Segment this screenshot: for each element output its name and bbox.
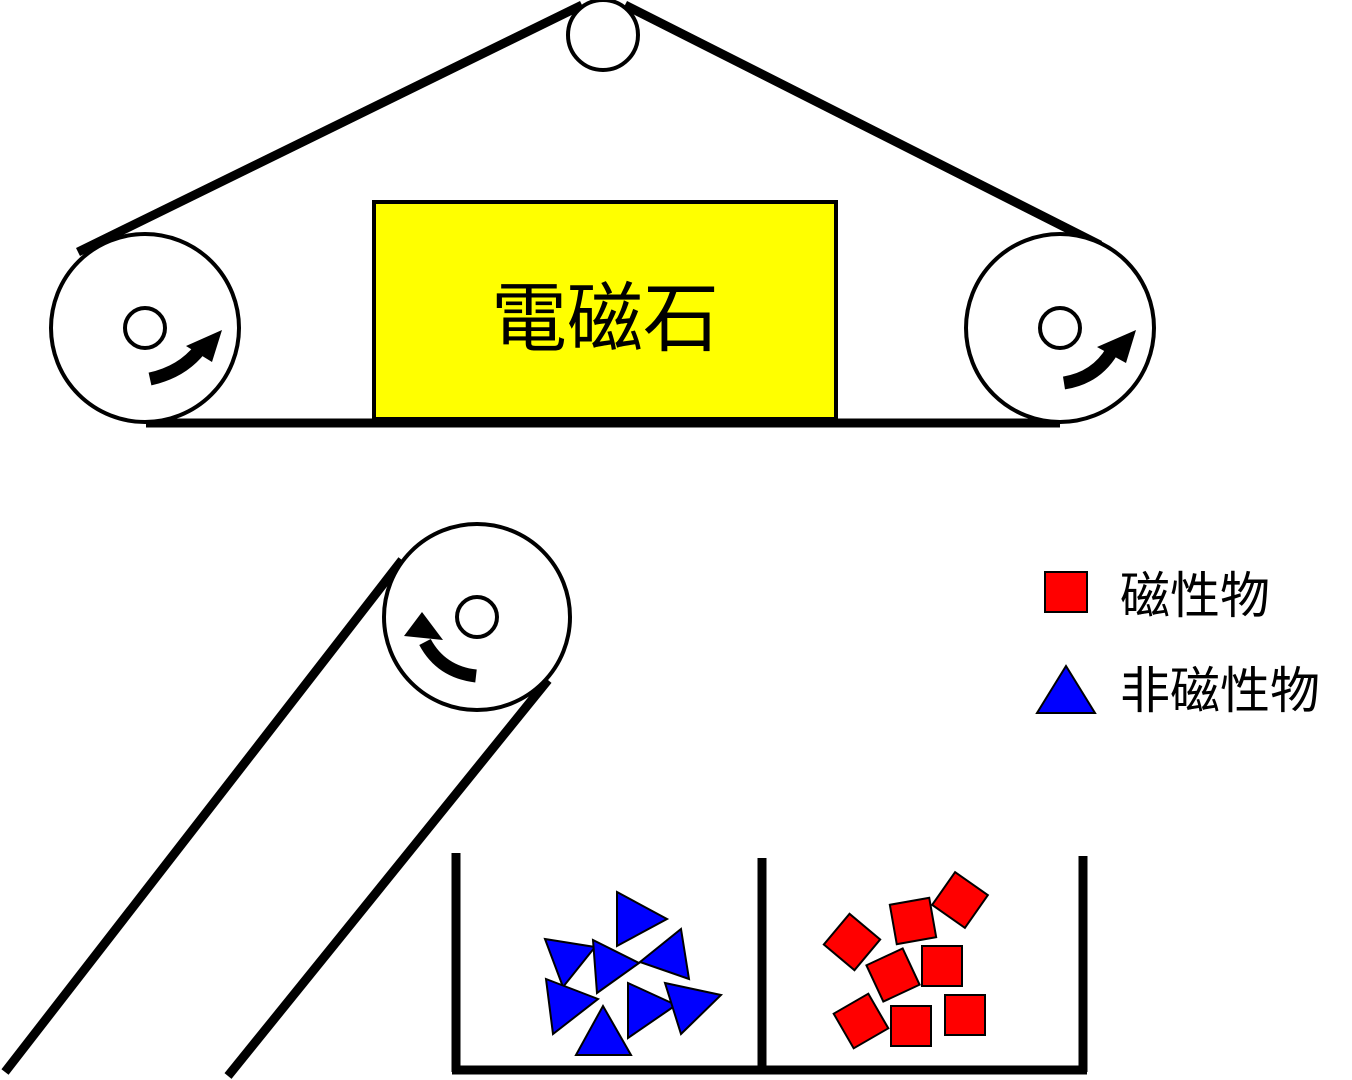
pulley-axle <box>1038 306 1082 350</box>
electromagnet: 電磁石 <box>372 200 838 421</box>
collection-bins <box>451 853 1088 1075</box>
magnetic-items <box>822 870 990 1050</box>
magnetic-square <box>832 992 890 1050</box>
rotation-arrowhead-icon <box>1097 330 1136 363</box>
non-magnetic-triangle <box>627 981 679 1040</box>
upper-belt-right-slope <box>622 0 1103 250</box>
non-magnetic-triangle <box>543 937 597 989</box>
non-magnetic-triangle <box>637 927 691 981</box>
rotation-arrow-icon <box>419 638 477 683</box>
rotation-arrow-icon <box>148 344 206 386</box>
magnetic-square <box>865 947 921 1003</box>
magnetic-square <box>822 912 882 972</box>
legend-item-non-magnetic: 非磁性物 <box>1035 662 1320 720</box>
non-magnetic-triangle <box>616 890 670 948</box>
upper-left-pulley <box>49 232 241 424</box>
upper-right-pulley <box>964 232 1156 424</box>
feed-head-pulley <box>382 522 572 712</box>
legend-item-magnetic: 磁性物 <box>1044 567 1270 625</box>
red-square-icon <box>1044 571 1088 613</box>
rotation-arrow-icon <box>1062 347 1118 390</box>
rotation-arrowhead-icon <box>186 330 222 362</box>
upper-belt-left-slope <box>76 0 584 257</box>
non-magnetic-items <box>543 890 724 1056</box>
legend: 磁性物 非磁性物 <box>1035 567 1320 720</box>
non-magnetic-triangle <box>574 1003 633 1056</box>
magnetic-square <box>944 994 986 1036</box>
rotation-arrowhead-icon <box>404 612 443 640</box>
non-magnetic-triangle <box>544 977 601 1036</box>
top-idler-pulley <box>566 0 640 72</box>
blue-triangle-icon <box>1035 664 1097 714</box>
magnetic-square <box>921 945 963 987</box>
legend-label-magnetic: 磁性物 <box>1120 567 1270 625</box>
magnetic-square <box>930 870 990 930</box>
legend-label-non-magnetic: 非磁性物 <box>1120 662 1320 720</box>
pulley-axle <box>455 595 499 639</box>
pulley-axle <box>123 306 167 350</box>
upper-conveyor: 電磁石 <box>49 0 1156 428</box>
magnetic-square <box>888 896 938 946</box>
magnetic-square <box>890 1005 932 1047</box>
non-magnetic-triangle <box>591 938 641 995</box>
feed-belt-lower-edge <box>224 677 552 1079</box>
electromagnet-body <box>372 200 838 421</box>
feed-belt-upper-edge <box>1 557 406 1075</box>
feed-conveyor <box>1 522 572 1079</box>
non-magnetic-triangle <box>663 981 724 1036</box>
electromagnet-label: 電磁石 <box>491 274 719 363</box>
